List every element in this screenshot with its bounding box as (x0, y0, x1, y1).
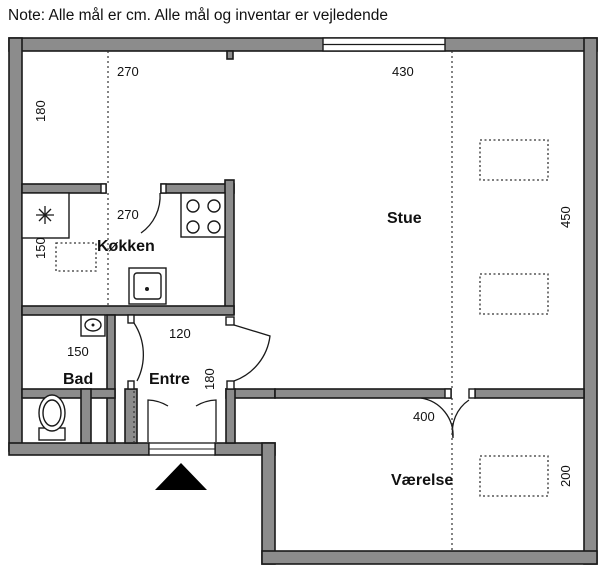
doors (133, 192, 470, 442)
wall-bedroom-top-right (474, 388, 585, 399)
dim-label: 270 (117, 64, 139, 79)
sink-basin (133, 272, 162, 300)
wall-top (8, 37, 598, 52)
ceiling-lamp-marker (479, 139, 549, 181)
dim-label: 430 (392, 64, 414, 79)
outer-walls (8, 37, 598, 565)
dim-label: 120 (169, 326, 191, 341)
entre-walls (21, 314, 585, 444)
wall-kitchen-bottom (21, 305, 235, 316)
wall-stub-top (226, 50, 234, 60)
entrance-door-right (195, 399, 217, 442)
bath-fixtures (38, 314, 106, 441)
dimension-lines (107, 51, 453, 551)
jamb (127, 380, 135, 390)
room-label-vaerelse: Værelse (391, 472, 453, 489)
jamb (100, 183, 107, 194)
wall-kitchen-top-right (160, 183, 235, 194)
drain-icon (91, 323, 95, 327)
kitchen-door (140, 192, 161, 234)
wall-entre-right (225, 388, 236, 444)
toilet-seat (42, 399, 62, 427)
wall-bottom-left (8, 442, 150, 456)
dim-label: 400 (413, 409, 435, 424)
jamb (468, 388, 476, 399)
door-jambs (100, 183, 476, 399)
ceiling-lamp-marker (479, 273, 549, 315)
plan-note: Note: Alle mål er cm. Alle mål og invent… (8, 7, 388, 24)
room-label-entre: Entre (149, 371, 190, 388)
wall-bath-shower (21, 388, 116, 399)
fridge-star-icon (36, 206, 54, 224)
window-top (322, 37, 446, 52)
wall-bath-pier (80, 388, 92, 444)
wall-entre-left (124, 388, 138, 444)
burner-icon (186, 220, 200, 234)
kitchen-fixtures (21, 192, 226, 305)
wall-bath-right (106, 314, 116, 444)
burner-icon (186, 199, 200, 213)
jamb (160, 183, 167, 194)
dim-label: 200 (558, 465, 573, 487)
room-label-kokken: Køkken (97, 238, 155, 255)
table-marker (55, 242, 97, 272)
wall-kitchen-right (224, 179, 235, 315)
burner-icon (207, 199, 221, 213)
jamb (127, 314, 135, 324)
dim-label: 450 (558, 206, 573, 228)
wall-bedroom-left (261, 442, 276, 565)
burner-icon (207, 220, 221, 234)
dim-label: 180 (33, 100, 48, 122)
wall-bedroom-top-left (274, 388, 452, 399)
wall-bottom-right (261, 550, 598, 565)
entrance-arrow-icon (155, 463, 207, 490)
jamb (444, 388, 452, 399)
jamb (225, 316, 235, 326)
dim-label: 270 (117, 207, 139, 222)
room-label-bad: Bad (63, 371, 93, 388)
bath-door (133, 322, 144, 382)
jamb (226, 380, 235, 390)
dim-label: 150 (33, 237, 48, 259)
wall-right (583, 37, 598, 565)
wall-kitchen-top-left (21, 183, 107, 194)
wall-left (8, 37, 23, 452)
dim-label: 180 (202, 368, 217, 390)
ceiling-lamp-marker (479, 455, 549, 497)
room-label-stue: Stue (387, 210, 422, 227)
dim-label: 150 (67, 344, 89, 359)
living-door (233, 324, 271, 382)
entrance-door-left (147, 399, 169, 442)
drain-icon (145, 287, 149, 291)
entrance-threshold (148, 442, 216, 456)
